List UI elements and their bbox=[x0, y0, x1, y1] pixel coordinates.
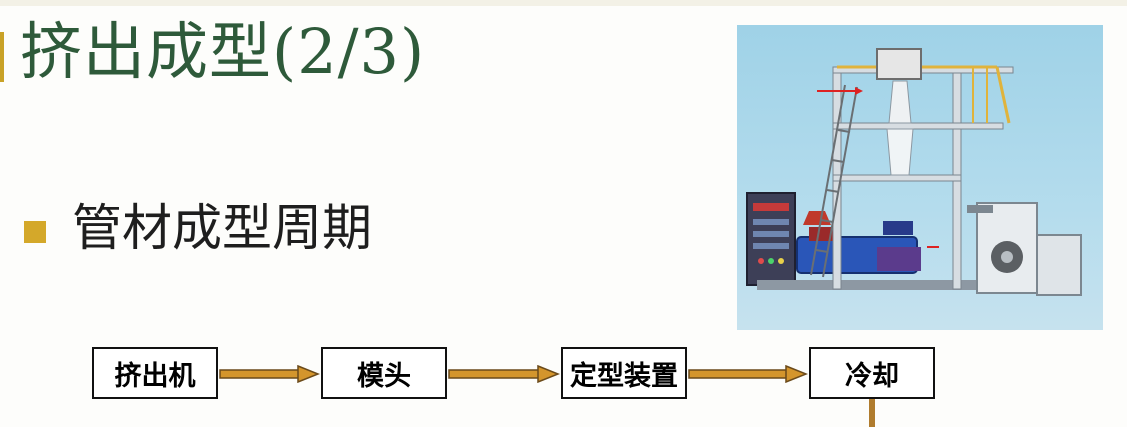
flow-box-die: 模头 bbox=[321, 347, 447, 399]
flow-box-cooling: 冷却 bbox=[809, 347, 935, 399]
flow-box-extruder: 挤出机 bbox=[92, 347, 218, 399]
title-accent-bar bbox=[0, 32, 4, 82]
machine-photo bbox=[737, 25, 1103, 330]
flow-box-sizing-unit: 定型装置 bbox=[561, 347, 687, 399]
top-rule bbox=[0, 0, 1127, 6]
flow-arrow-1 bbox=[219, 365, 321, 383]
bullet-text: 管材成型周期 bbox=[72, 199, 372, 257]
flow-arrow-2 bbox=[448, 365, 561, 383]
flow-arrow-3 bbox=[688, 365, 809, 383]
slide-title: 挤出成型(2/3) bbox=[20, 15, 426, 88]
machine-illustration bbox=[746, 48, 1082, 296]
bullet-square-icon bbox=[24, 221, 46, 243]
flow-connector-down bbox=[869, 399, 875, 427]
